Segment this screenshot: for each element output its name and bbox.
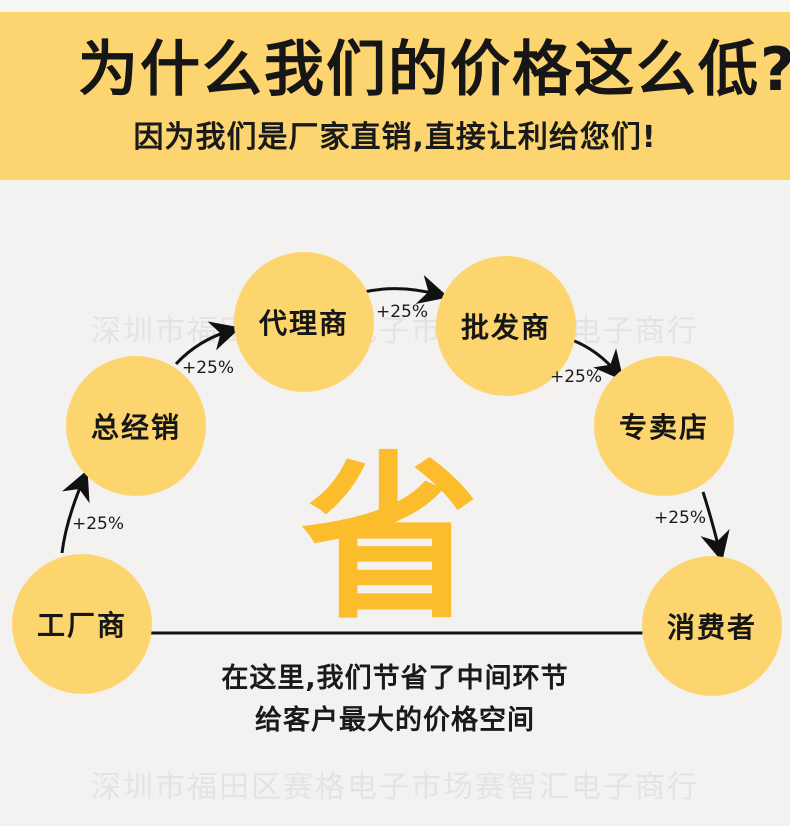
node-factory-label: 工厂商 [36, 609, 127, 642]
page-subtitle: 因为我们是厂家直销,直接让利给您们! [133, 120, 657, 155]
markup-label-1: +25% [72, 514, 125, 534]
node-general-distributor-label: 总经销 [90, 411, 181, 444]
caption-line-1: 在这里,我们节省了中间环节 [221, 663, 569, 694]
node-general-distributor: 总经销 [66, 356, 206, 496]
watermark-lower: 深圳市福田区赛格电子市场赛智汇电子商行 [91, 770, 699, 805]
header-top-strip [0, 0, 790, 12]
arrow-distributor-to-agent [174, 321, 241, 366]
page-title: 为什么我们的价格这么低? [78, 35, 790, 105]
arrow-wholesaler-to-store [571, 338, 624, 381]
markup-label-4: +25% [550, 367, 603, 387]
markup-label-5: +25% [654, 508, 707, 528]
node-store: 专卖店 [594, 356, 734, 496]
arrow-agent-to-wholesaler [363, 274, 449, 304]
markup-label-3: +25% [376, 302, 429, 322]
markup-label-2: +25% [182, 358, 235, 378]
node-factory: 工厂商 [12, 554, 152, 694]
caption-line-2: 给客户最大的价格空间 [255, 705, 535, 736]
node-consumer: 消费者 [642, 556, 782, 696]
node-wholesaler-label: 批发商 [460, 311, 551, 344]
node-agent: 代理商 [234, 252, 374, 392]
node-consumer-label: 消费者 [666, 611, 757, 644]
save-character: 省 [301, 436, 479, 643]
node-store-label: 专卖店 [618, 411, 709, 444]
arrow-factory-to-distributor [60, 469, 90, 554]
watermark-upper: 深圳市福田区赛格电子市场赛智汇电子商行 [91, 314, 699, 349]
node-wholesaler: 批发商 [436, 256, 576, 396]
header-banner: 为什么我们的价格这么低? 因为我们是厂家直销,直接让利给您们! [0, 0, 790, 180]
arrow-store-to-consumer [700, 491, 730, 562]
node-agent-label: 代理商 [258, 307, 349, 340]
